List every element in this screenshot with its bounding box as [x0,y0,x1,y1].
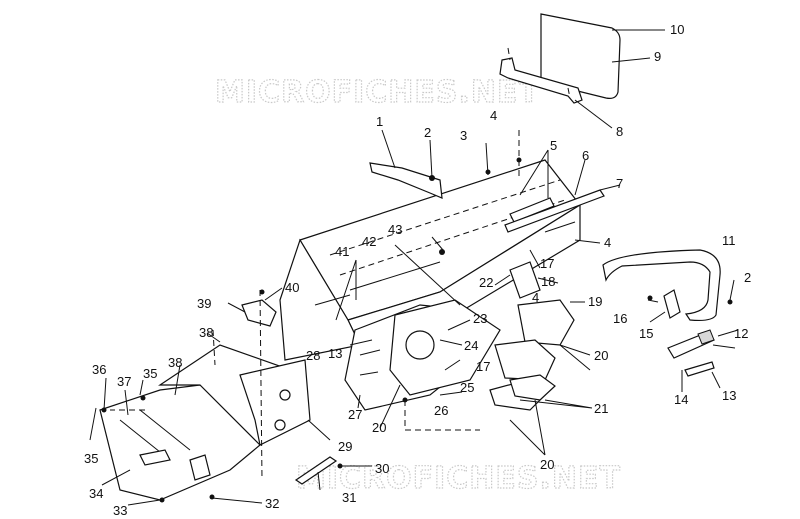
watermark-top: MICROFICHES.NET [215,75,540,110]
callout-20b: 20 [540,457,554,472]
callout-25: 25 [460,380,474,395]
callout-1: 1 [376,114,383,129]
callout-10: 10 [670,22,684,37]
callout-35: 35 [84,451,98,466]
callout-33: 33 [113,503,127,518]
part-39 [241,299,277,327]
callout-34: 34 [89,486,103,501]
callout-15: 15 [639,326,653,341]
callout-30: 30 [375,461,389,476]
callout-12: 12 [734,326,748,341]
callout-18: 18 [541,274,555,289]
callout-22: 22 [479,275,493,290]
part-12 [697,329,715,345]
callout-41: 41 [335,244,349,259]
callout-5: 5 [550,138,557,153]
callout-37: 37 [117,374,131,389]
callout-32: 32 [265,496,279,511]
callout-24: 24 [464,338,478,353]
callout-19: 19 [588,294,602,309]
callout-38b: 38 [168,355,182,370]
part-31 [294,456,338,485]
callout-38: 38 [199,325,213,340]
callout-labels: 1 2 3 4 5 6 7 4 8 9 10 11 2 12 13 14 15 … [84,22,751,518]
callout-36: 36 [92,362,106,377]
callout-4: 4 [490,108,497,123]
part-belly-pan [344,299,501,411]
callout-43: 43 [388,222,402,237]
callout-21: 21 [594,401,608,416]
part-7-rail [504,189,605,233]
callout-23: 23 [473,311,487,326]
callout-20c: 20 [372,420,386,435]
callout-27: 27 [348,407,362,422]
callout-17b: 17 [476,359,490,374]
callout-8: 8 [616,124,623,139]
callout-42: 42 [362,234,376,249]
callout-4c: 4 [532,290,539,305]
callout-6: 6 [582,148,589,163]
callout-3: 3 [460,128,467,143]
callout-31: 31 [342,490,356,505]
callout-11: 11 [722,233,736,248]
part-11-bumper [602,249,721,322]
part-brackets-19-21 [489,261,575,411]
callout-14: 14 [674,392,688,407]
callout-40: 40 [285,280,299,295]
callout-9: 9 [654,49,661,64]
callout-7: 7 [616,176,623,191]
callout-20: 20 [594,348,608,363]
callout-35b: 35 [143,366,157,381]
callout-2: 2 [424,125,431,140]
callout-13: 13 [722,388,736,403]
part-13 [684,361,715,377]
callout-16: 16 [613,311,627,326]
callout-29: 29 [338,439,352,454]
callout-26: 26 [434,403,448,418]
callout-4b: 4 [604,235,611,250]
callout-39: 39 [197,296,211,311]
callout-13b: 13 [328,346,342,361]
part-front-chassis [99,344,311,501]
callout-28: 28 [306,348,320,363]
hardware-points [101,157,733,503]
callout-2b: 2 [744,270,751,285]
part-bracket-8 [499,47,583,104]
callout-17: 17 [540,256,554,271]
part-1 [369,162,443,199]
part-15 [663,289,681,319]
